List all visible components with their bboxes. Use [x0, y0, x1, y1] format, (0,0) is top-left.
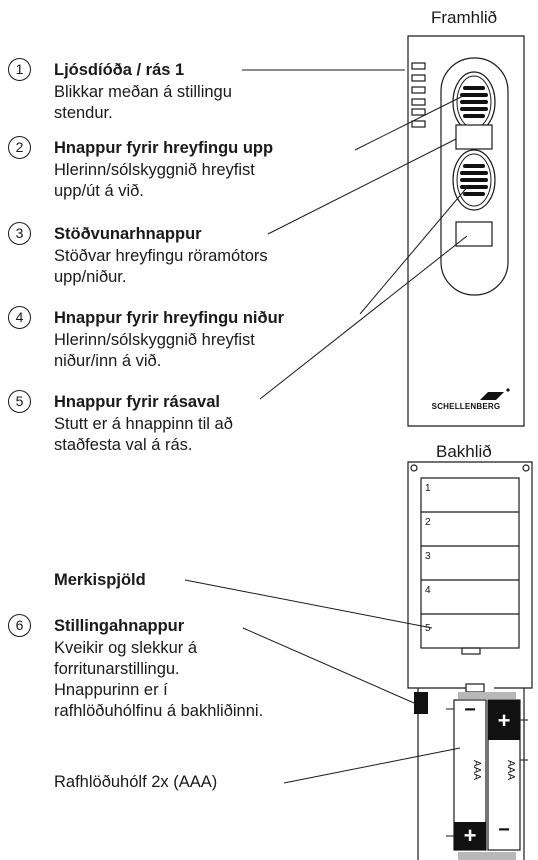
item-4-title: Hnappur fyrir hreyfingu niður [54, 309, 285, 327]
brand-logo-mark [480, 388, 510, 400]
callout-number-3: 3 [8, 222, 31, 245]
card-slot-number-3: 3 [425, 551, 431, 562]
callout-number-6: 6 [8, 614, 31, 637]
label-cards-title: Merkispjöld [54, 571, 146, 589]
front-view-header: Framhlið [431, 8, 498, 27]
item-6-desc-line-1: Kveikir og slekkur á [54, 639, 198, 657]
back-view-header: Bakhlið [436, 442, 492, 461]
brand-name: SCHELLENBERG [432, 402, 501, 411]
item-3-title: Stöðvunarhnappur [54, 225, 202, 243]
item-3-desc-line-1: Stöðvar hreyfingu röramótors [54, 247, 268, 265]
stop-button[interactable] [455, 124, 493, 150]
item-5-desc-line-2: staðfesta val á rás. [54, 436, 193, 454]
leader-line-cards [184, 579, 433, 629]
leader-line-3 [267, 138, 457, 235]
setting-button[interactable] [414, 692, 428, 714]
leader-line-6 [242, 627, 415, 704]
up-button[interactable] [452, 71, 496, 133]
leader-line-5 [259, 235, 468, 400]
leader-line-battery [283, 747, 461, 784]
callout-number-4: 4 [8, 306, 31, 329]
battery-1-plus: + [464, 823, 477, 848]
item-2-desc-line-2: upp/út á við. [54, 182, 144, 200]
item-4-desc-line-1: Hlerinn/sólskyggnið hreyfist [54, 331, 255, 349]
callout-number-1: 1 [8, 58, 31, 81]
battery-2-plus: + [498, 708, 511, 733]
battery-contact-bottom [458, 852, 516, 860]
battery-2 [487, 699, 528, 851]
item-2-title: Hnappur fyrir hreyfingu upp [54, 139, 274, 157]
battery-caption: Rafhlöðuhólf 2x (AAA) [54, 773, 218, 791]
leader-line-2 [354, 95, 464, 151]
item-2-desc-line-1: Hlerinn/sólskyggnið hreyfist [54, 161, 255, 179]
item-5-desc-line-1: Stutt er á hnappinn til að [54, 415, 233, 433]
leader-lines [184, 69, 470, 784]
item-4-desc-line-2: niður/inn á við. [54, 352, 162, 370]
callout-number-5: 5 [8, 390, 31, 413]
leader-line-4 [359, 184, 470, 315]
item-6-desc-line-2: forritunarstillingu. [54, 660, 180, 678]
item-6-desc-line-3: Hnappurinn er í [54, 681, 168, 699]
card-slot-number-1: 1 [425, 483, 431, 494]
item-6-desc-line-4: rafhlöðuhólfinu á bakhliðinni. [54, 702, 264, 720]
battery-2-type: AAA [505, 760, 516, 780]
item-1-desc-line-1: Blikkar meðan á stillingu [54, 83, 232, 101]
item-5-title: Hnappur fyrir rásaval [54, 393, 220, 411]
battery-1-type: AAA [471, 760, 482, 780]
item-3-desc-line-2: upp/niður. [54, 268, 127, 286]
battery-contact-top [458, 692, 516, 699]
battery-2-minus: − [498, 819, 510, 841]
back-remote-body [407, 461, 533, 860]
down-button[interactable] [452, 149, 496, 211]
callout-number-2: 2 [8, 136, 31, 159]
item-1-desc-line-2: stendur. [54, 104, 113, 122]
item-6-title: Stillingahnappur [54, 617, 185, 635]
battery-1 [446, 699, 487, 851]
card-slot-number-4: 4 [425, 585, 431, 596]
channel-select-button[interactable] [455, 221, 493, 247]
card-slot-number-2: 2 [425, 517, 431, 528]
card-slot-number-5: 5 [425, 623, 431, 634]
front-remote-body [407, 35, 525, 427]
item-1-title: Ljósdíóða / rás 1 [54, 61, 185, 79]
battery-1-minus: − [464, 699, 476, 721]
